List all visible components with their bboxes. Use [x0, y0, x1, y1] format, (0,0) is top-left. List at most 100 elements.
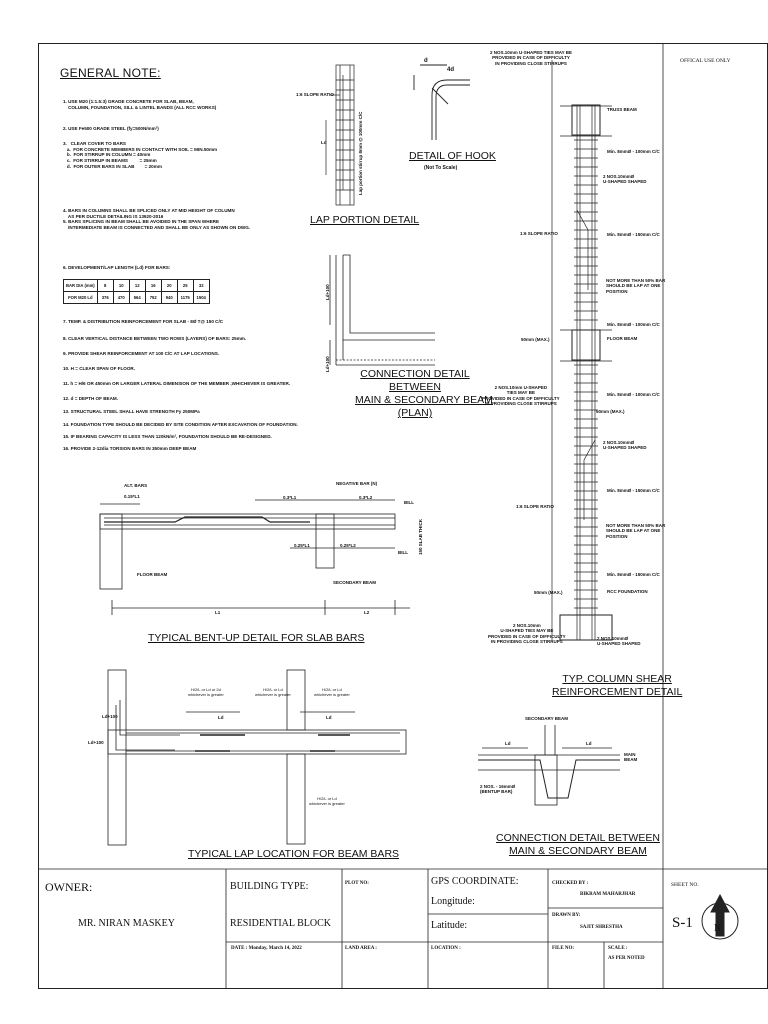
owner-name: MR. NIRAN MASKEY: [78, 918, 175, 929]
note-16: 16. PROVIDE 2-12dia TORSION BARS IN 350m…: [63, 446, 197, 451]
bentup-bill-2: BILL: [398, 550, 408, 555]
longitude-label: Longitude:: [431, 896, 475, 907]
bentup-r2: 0.3*L1: [283, 495, 297, 500]
table-cell: 12: [128, 279, 146, 292]
connsec-bentup: 2 NOS. - 16mmØ (BENTUP BAR): [480, 784, 516, 795]
bentup-caption: TYPICAL BENT-UP DETAIL FOR SLAB BARS: [148, 632, 365, 644]
laploc-ld-1: Ld: [218, 715, 224, 720]
connsec-ld-1: Ld: [505, 741, 511, 746]
laploc-note-2: H/2/L or Ld whichever is greater: [255, 687, 291, 697]
note-6: 6. DEVELOPMENT/LAP LENGTH (Ld) FOR BARS:: [63, 265, 171, 270]
table-cell: 32: [192, 279, 210, 292]
lap-ld-label: Ld: [321, 140, 327, 145]
connsec-ld-2: Ld: [586, 741, 592, 746]
table-cell: 1175: [176, 291, 194, 304]
col-label-stirrup-5: Min. 8mmØ - 150mm C/C: [607, 488, 660, 493]
drawn-by-label: DRAWN BY:: [552, 913, 581, 918]
note-3: 3. CLEAR COVER TO BARS a. FOR CONCRETE M…: [63, 141, 218, 169]
date-label: DATE : Monday, March 14, 2022: [231, 946, 302, 951]
official-use-label: OFFICAL USE ONLY: [680, 58, 731, 64]
bentup-l2: L2: [364, 610, 370, 615]
north-label: N: [714, 923, 722, 934]
note-4-5: 4. BARS IN COLUMNS SHALL BE SPLICED ONLY…: [63, 208, 251, 231]
note-14: 14. FOUNDATION TYPE SHOULD BE DECIDED BY…: [63, 422, 298, 427]
col-left-50mm-1: 50mm (MAX.): [521, 337, 550, 342]
checked-by-label: CHECKED BY :: [552, 881, 589, 886]
note-1: 1. USE M20 (1:1.5:3) GRADE CONCRETE FOR …: [63, 99, 217, 110]
connsec-secondary: SECONDARY BEAM: [525, 716, 569, 721]
lap-slope-label: 1:6 SLOPE RATIO: [296, 92, 334, 97]
table-cell: 1504: [192, 291, 210, 304]
hook-subcaption: (Not To Scale): [424, 165, 458, 171]
column-top-note: 2 NOS.10mm U-SHAPED TIES MAY BE PROVIDED…: [490, 50, 573, 66]
laploc-note-4: H/2/L or Ld whichever is greater: [309, 796, 345, 806]
col-label-ushape-3: 2 NOS.10mmØ U-SHAPED SHAPED: [597, 636, 641, 647]
hook-4d-label: 4d: [447, 67, 455, 73]
connsec-caption: CONNECTION DETAIL BETWEEN MAIN & SECONDA…: [496, 832, 660, 858]
bentup-floor-beam: FLOOR BEAM: [137, 572, 168, 577]
building-type-label: BUILDING TYPE:: [230, 881, 309, 892]
table-cell: 752: [144, 291, 162, 304]
col-left-slope-2: 1:6 SLOPE RATIO: [516, 504, 554, 509]
col-left-ushape-note-2: 2 NOS.10mm U-SHAPED TIES MAY BE PROVIDED…: [488, 623, 566, 645]
scale-label: SCALE :: [608, 946, 628, 951]
gps-label: GPS COORDINATE:: [431, 876, 519, 887]
note-7: 7. TEMP. & DISTRIBUTION REINFORCEMENT FO…: [63, 319, 224, 324]
general-note-title: GENERAL NOTE:: [60, 66, 161, 80]
note-12: 12. d = DEPTH OF BEAM.: [63, 396, 119, 401]
lap-portion-caption: LAP PORTION DETAIL: [310, 214, 420, 226]
plot-no-label: PLOT NO:: [345, 881, 369, 886]
laploc-ld-2: Ld: [326, 715, 332, 720]
note-2: 2. USE Fe500 GRADE STEEL (fy=500N/mm²): [63, 126, 159, 131]
laploc-ld100b: Ld+100: [88, 740, 104, 745]
land-area-label: LAND AREA :: [345, 946, 377, 951]
table-cell: BAR DIA (mm): [63, 279, 98, 292]
laploc-note-3: H/2/L or Ld whichever is greater: [314, 687, 350, 697]
lap-spacing-label: Lap portion stirrup 8mm @ 100mm C/C: [358, 111, 363, 195]
table-cell: 470: [112, 291, 130, 304]
col-label-floor-beam: FLOOR BEAM: [607, 336, 638, 341]
col-label-stirrup-2: Min. 8mmØ - 150mm C/C: [607, 232, 660, 237]
table-cell: 564: [128, 291, 146, 304]
hook-caption: DETAIL OF HOOK: [409, 150, 496, 162]
table-cell: 16: [144, 279, 162, 292]
table-cell: 25: [176, 279, 194, 292]
col-left-50mm-2: 50mm (MAX.): [534, 590, 563, 595]
col-label-rcc-foundation: RCC FOUNDATION: [607, 589, 648, 594]
table-cell: 376: [96, 291, 114, 304]
bentup-thick: 150 SLAB THICK: [418, 518, 423, 555]
table-cell: 940: [160, 291, 178, 304]
col-label-ushape-1: 2 NOS.10mmØ U-SHAPED SHAPED: [603, 174, 647, 185]
laploc-note-1: H/2/L or Ld or 2d whichever is greater: [188, 687, 224, 697]
hook-d-label: d: [424, 58, 428, 64]
col-left-slope-1: 1:6 SLOPE RATIO: [520, 231, 558, 236]
col-left-ushape-note-1: 2 NOS.10mm U-SHAPED TIES MAY BE PROVIDED…: [482, 385, 560, 407]
bentup-bill-1: BILL: [404, 500, 414, 505]
conn-plan-ld2: Ld+100: [325, 356, 330, 372]
drawn-by-value: SAJIT SHRESTHA: [580, 925, 623, 930]
col-label-stirrup-4: Min. 8mmØ - 100mm C/C: [607, 392, 660, 397]
latitude-label: Latitude:: [431, 920, 468, 931]
owner-label: OWNER:: [45, 880, 93, 894]
scale-value: AS PER NOTED: [608, 956, 645, 961]
conn-plan-ld1: Ld+100: [325, 284, 330, 300]
bentup-r3: 0.3*L2: [359, 495, 373, 500]
bentup-alt-bars: ALT. BARS: [124, 483, 148, 488]
table-cell: 20: [160, 279, 178, 292]
building-type-value: RESIDENTIAL BLOCK: [230, 918, 332, 929]
sheet-no-value: S-1: [672, 915, 693, 931]
bentup-secondary-beam: SECONDARY BEAM: [333, 580, 377, 585]
note-8: 8. CLEAR VERTICAL DISTANCE BETWEEN TWO R…: [63, 336, 247, 341]
note-13: 13. STRUCTURAL STEEL SHALL HAVE STRENGTH…: [63, 409, 200, 414]
connsec-main: MAIN BEAM: [624, 752, 638, 763]
file-no-label: FILE NO:: [552, 946, 575, 951]
note-10: 10. H = CLEAR SPAN OF FLOOR.: [63, 366, 136, 371]
bentup-negative-bar: NEGATIVE BAR (N): [336, 481, 378, 486]
location-label: LOCATION :: [431, 946, 461, 951]
col-mid-50mm: 50mm (MAX.): [596, 409, 625, 414]
checked-by-value: BIKRAM MAHARJHAR: [580, 892, 636, 897]
col-label-stirrup-3: Min. 8mmØ - 100mm C/C: [607, 322, 660, 327]
connection-plan-caption: CONNECTION DETAIL BETWEEN MAIN & SECONDA…: [355, 368, 493, 420]
col-label-ushape-2: 2 NOS.10mmØ U-SHAPED SHAPED: [603, 440, 647, 451]
